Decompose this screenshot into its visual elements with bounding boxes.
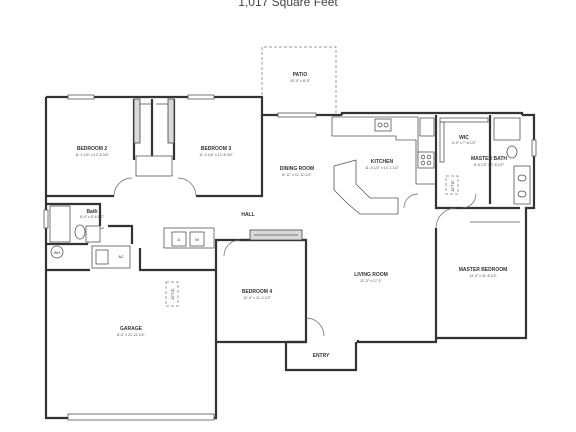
bedroom4-label: BEDROOM 4 (242, 289, 273, 295)
exterior-walls (44, 95, 536, 420)
bedroom3-label: BEDROOM 3 (201, 146, 232, 152)
kitchen-counters (331, 116, 436, 215)
wic-shelf (439, 117, 489, 123)
bath-toilet (74, 224, 86, 240)
pantry-door (403, 193, 419, 209)
ac-inner (95, 249, 109, 265)
garage-door (67, 413, 215, 421)
living-dim: 12'-0" x 17'-1" (360, 279, 383, 283)
kitchen-attic-label: ATTIC (450, 180, 455, 191)
dryer-label: D (178, 237, 181, 242)
master-vanity (513, 165, 531, 205)
bedroom3-closet (167, 98, 175, 144)
hall-label: HALL (241, 212, 254, 218)
hall-linen-closet (135, 155, 173, 177)
bedroom2-dim: 11'-1 1/4" x 12'-8 3/4" (75, 153, 110, 157)
bedroom2-door (113, 177, 133, 197)
dryer (171, 231, 187, 247)
bath-tub (49, 205, 71, 243)
kitchen-label: KITCHEN (371, 159, 394, 165)
bath-dim: 8'-0" x 5'-6 1/2" (80, 215, 105, 219)
living-label: LIVING ROOM (354, 272, 388, 278)
bath-vanity (85, 225, 101, 243)
master-bedroom-dim: 14'-9" x 11'-8 1/2" (469, 274, 498, 278)
ac-label: AC (118, 254, 124, 259)
garage-attic-label: ATTIC (170, 288, 175, 299)
bath-label: Bath (86, 209, 97, 215)
page-title: 1,017 Square Feet (238, 0, 338, 9)
water-heater (50, 245, 64, 259)
garage-dim: 8'-0" x 21'-11 1/4" (117, 333, 146, 337)
interior-walls (46, 99, 520, 338)
kitchen-attic-hatch (445, 175, 459, 195)
master-door (435, 207, 457, 229)
master-bath-dim: 8'-6 1/2" x 7'-6 1/2" (474, 163, 505, 167)
bedroom4-door (223, 239, 241, 257)
windows (43, 94, 537, 229)
washer-label: W (195, 237, 199, 242)
bedroom3-door (177, 177, 197, 197)
master-tub (493, 117, 521, 141)
dining-dim: 8'-11" x 11'-10 1/2" (282, 173, 312, 177)
wic-door (461, 193, 477, 209)
wic-side-shelf (439, 121, 445, 163)
washer (189, 231, 205, 247)
master-bedroom-label: MASTER BEDROOM (459, 267, 508, 273)
master-toilet (506, 145, 518, 159)
kitchen-dim: 11'-5 1/2" x 10'-1 1/2" (365, 166, 400, 170)
entry-label: ENTRY (313, 353, 330, 359)
bedroom3-dim: 11'-0 1/4" x 12'-8 3/4" (199, 153, 234, 157)
wh-label: WH (54, 250, 61, 255)
bedroom2-label: BEDROOM 2 (77, 146, 108, 152)
entry-door (305, 317, 325, 337)
dining-label: DINING ROOM (280, 166, 314, 172)
bedroom2-closet (133, 98, 141, 144)
patio-label: PATIO (293, 72, 308, 78)
bedroom4-dim: 12'-0" x 11'-0 1/2" (243, 296, 272, 300)
patio-outline (261, 46, 337, 115)
garage-label: GARAGE (120, 326, 143, 332)
master-bath-label: MASTER BATH (471, 156, 507, 162)
garage-attic-hatch (165, 281, 179, 307)
wic-dim: 6'-0" x 7'-8 1/2" (452, 141, 477, 145)
patio-dim: 10'-0" x 8'-0" (290, 79, 311, 83)
wic-label: WIC (459, 135, 469, 141)
